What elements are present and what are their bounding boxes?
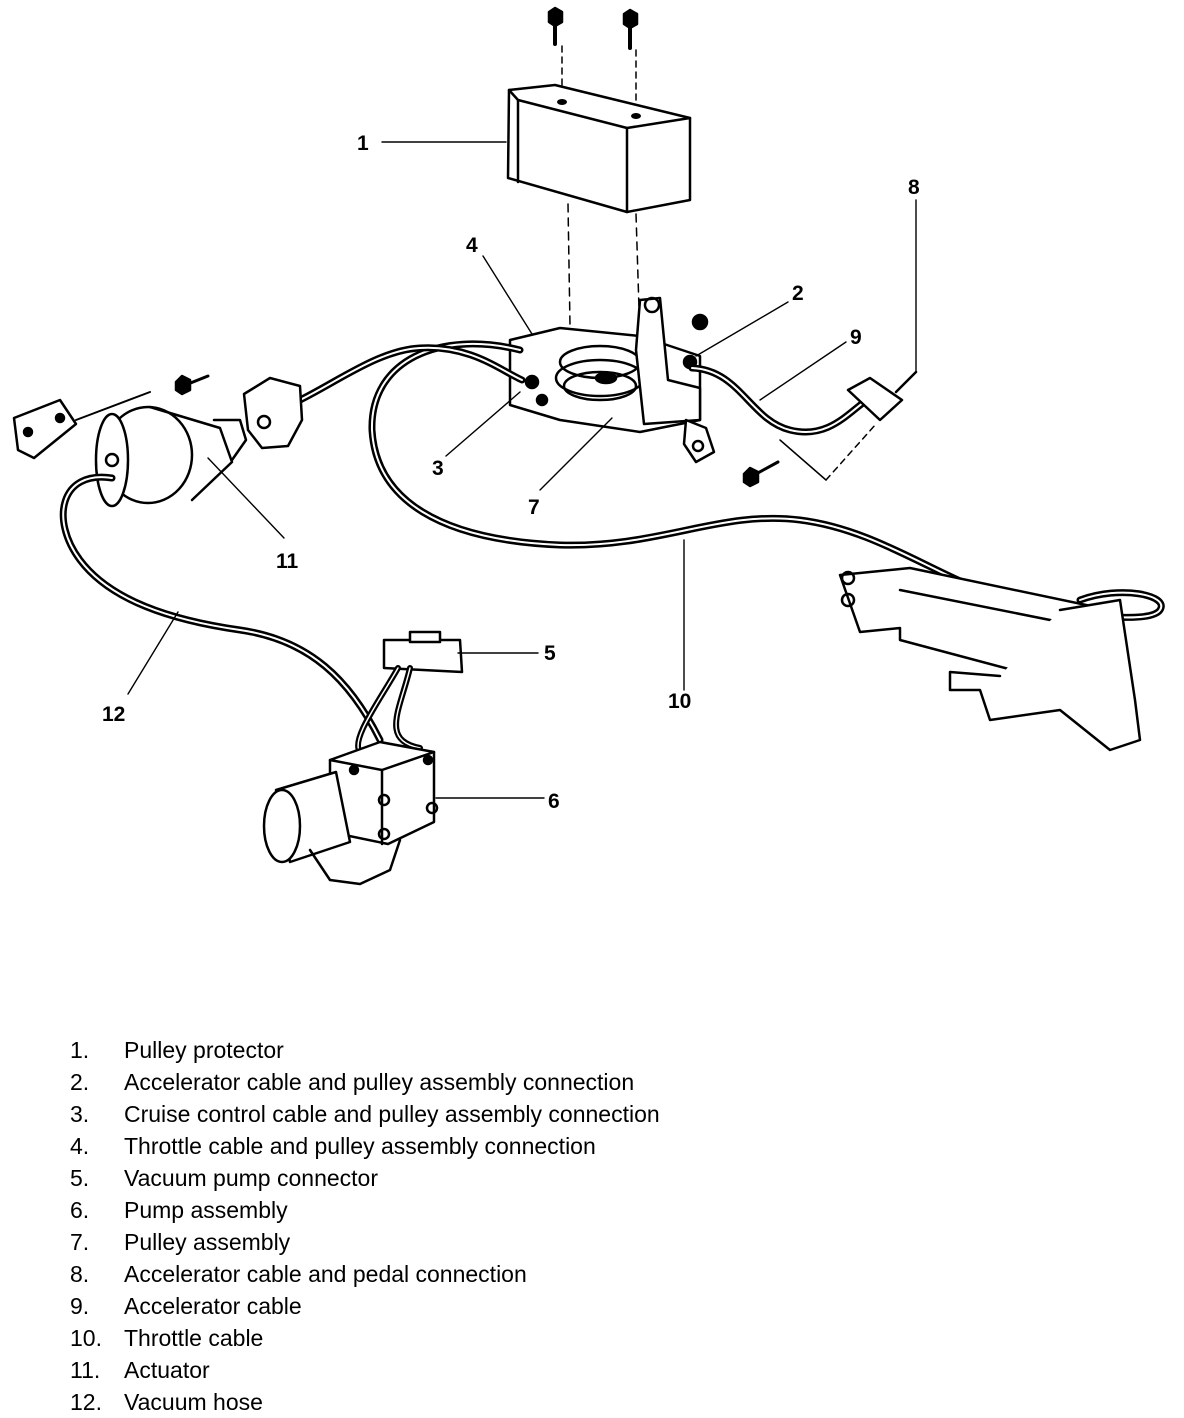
legend-number: 7. bbox=[70, 1229, 90, 1255]
legend-number: 6. bbox=[70, 1197, 90, 1223]
legend-label: Accelerator cable and pedal connection bbox=[124, 1261, 527, 1287]
callout-11: 11 bbox=[276, 550, 299, 573]
legend-number: 2. bbox=[70, 1069, 90, 1095]
legend-label: Pulley assembly bbox=[124, 1229, 291, 1255]
accelerator-bracket-bolt bbox=[742, 460, 780, 488]
legend-item: 9. Accelerator cable bbox=[70, 1290, 660, 1322]
cruise-control-cable bbox=[296, 344, 526, 404]
callout-numbers: 1 2 3 4 5 6 7 8 9 10 11 12 bbox=[102, 132, 920, 813]
legend-item: 1. Pulley protector bbox=[70, 1034, 660, 1066]
legend-item: 5. Vacuum pump connector bbox=[70, 1162, 660, 1194]
legend-number: 11. bbox=[70, 1357, 101, 1383]
legend-label: Vacuum hose bbox=[124, 1389, 263, 1415]
callout-5: 5 bbox=[544, 642, 556, 665]
callout-6: 6 bbox=[548, 790, 560, 813]
cruise-control-diagram: 1 2 3 4 5 6 7 8 9 10 11 12 bbox=[12, 6, 1165, 886]
vacuum-hose bbox=[59, 473, 384, 744]
pulley-assembly bbox=[508, 296, 716, 464]
parts-legend: 1. Pulley protector 2. Accelerator cable a… bbox=[70, 1034, 660, 1418]
accelerator-pedal bbox=[838, 566, 1142, 752]
legend-label: Pulley protector bbox=[124, 1037, 284, 1063]
legend-item: 11. Actuator bbox=[70, 1354, 660, 1386]
legend-number: 1. bbox=[70, 1037, 90, 1063]
legend-item: 7. Pulley assembly bbox=[70, 1226, 660, 1258]
legend-number: 9. bbox=[70, 1293, 90, 1319]
legend-item: 8. Accelerator cable and pedal connection bbox=[70, 1258, 660, 1290]
legend-item: 12. Vacuum hose bbox=[70, 1386, 660, 1418]
legend-number: 4. bbox=[70, 1133, 90, 1159]
callout-10: 10 bbox=[668, 690, 691, 713]
legend-item: 4. Throttle cable and pulley assembly con… bbox=[70, 1130, 660, 1162]
legend-number: 12. bbox=[70, 1389, 102, 1415]
callout-1: 1 bbox=[357, 132, 369, 155]
legend-label: Actuator bbox=[124, 1357, 210, 1383]
legend-label: Throttle cable bbox=[124, 1325, 264, 1351]
callout-9: 9 bbox=[850, 326, 862, 349]
vacuum-pump-connector bbox=[355, 630, 464, 755]
leader-lines bbox=[127, 141, 917, 799]
legend-label: Vacuum pump connector bbox=[124, 1165, 378, 1191]
legend-item: 3. Cruise control cable and pulley assemb… bbox=[70, 1098, 660, 1130]
pump-assembly bbox=[262, 740, 439, 886]
accelerator-cable bbox=[688, 364, 918, 481]
legend-label: Accelerator cable and pulley assembly co… bbox=[124, 1069, 635, 1095]
callout-7: 7 bbox=[528, 496, 540, 519]
callout-2: 2 bbox=[792, 282, 804, 305]
legend-label: Pump assembly bbox=[124, 1197, 288, 1223]
legend-number: 10. bbox=[70, 1325, 102, 1351]
legend-label: Cruise control cable and pulley assembly… bbox=[124, 1101, 660, 1127]
actuator bbox=[12, 374, 304, 508]
legend-number: 8. bbox=[70, 1261, 90, 1287]
legend-label: Throttle cable and pulley assembly conne… bbox=[124, 1133, 596, 1159]
legend-item: 6. Pump assembly bbox=[70, 1194, 660, 1226]
pulley-protector bbox=[506, 83, 692, 341]
callout-3: 3 bbox=[432, 457, 444, 480]
legend-number: 5. bbox=[70, 1165, 90, 1191]
legend-item: 10. Throttle cable bbox=[70, 1322, 660, 1354]
legend-item: 2. Accelerator cable and pulley assembly … bbox=[70, 1066, 660, 1098]
callout-8: 8 bbox=[908, 176, 920, 199]
throttle-cable bbox=[368, 340, 1165, 621]
callout-12: 12 bbox=[102, 703, 125, 726]
legend-number: 3. bbox=[70, 1101, 90, 1127]
callout-4: 4 bbox=[466, 234, 478, 257]
legend-label: Accelerator cable bbox=[124, 1293, 302, 1319]
